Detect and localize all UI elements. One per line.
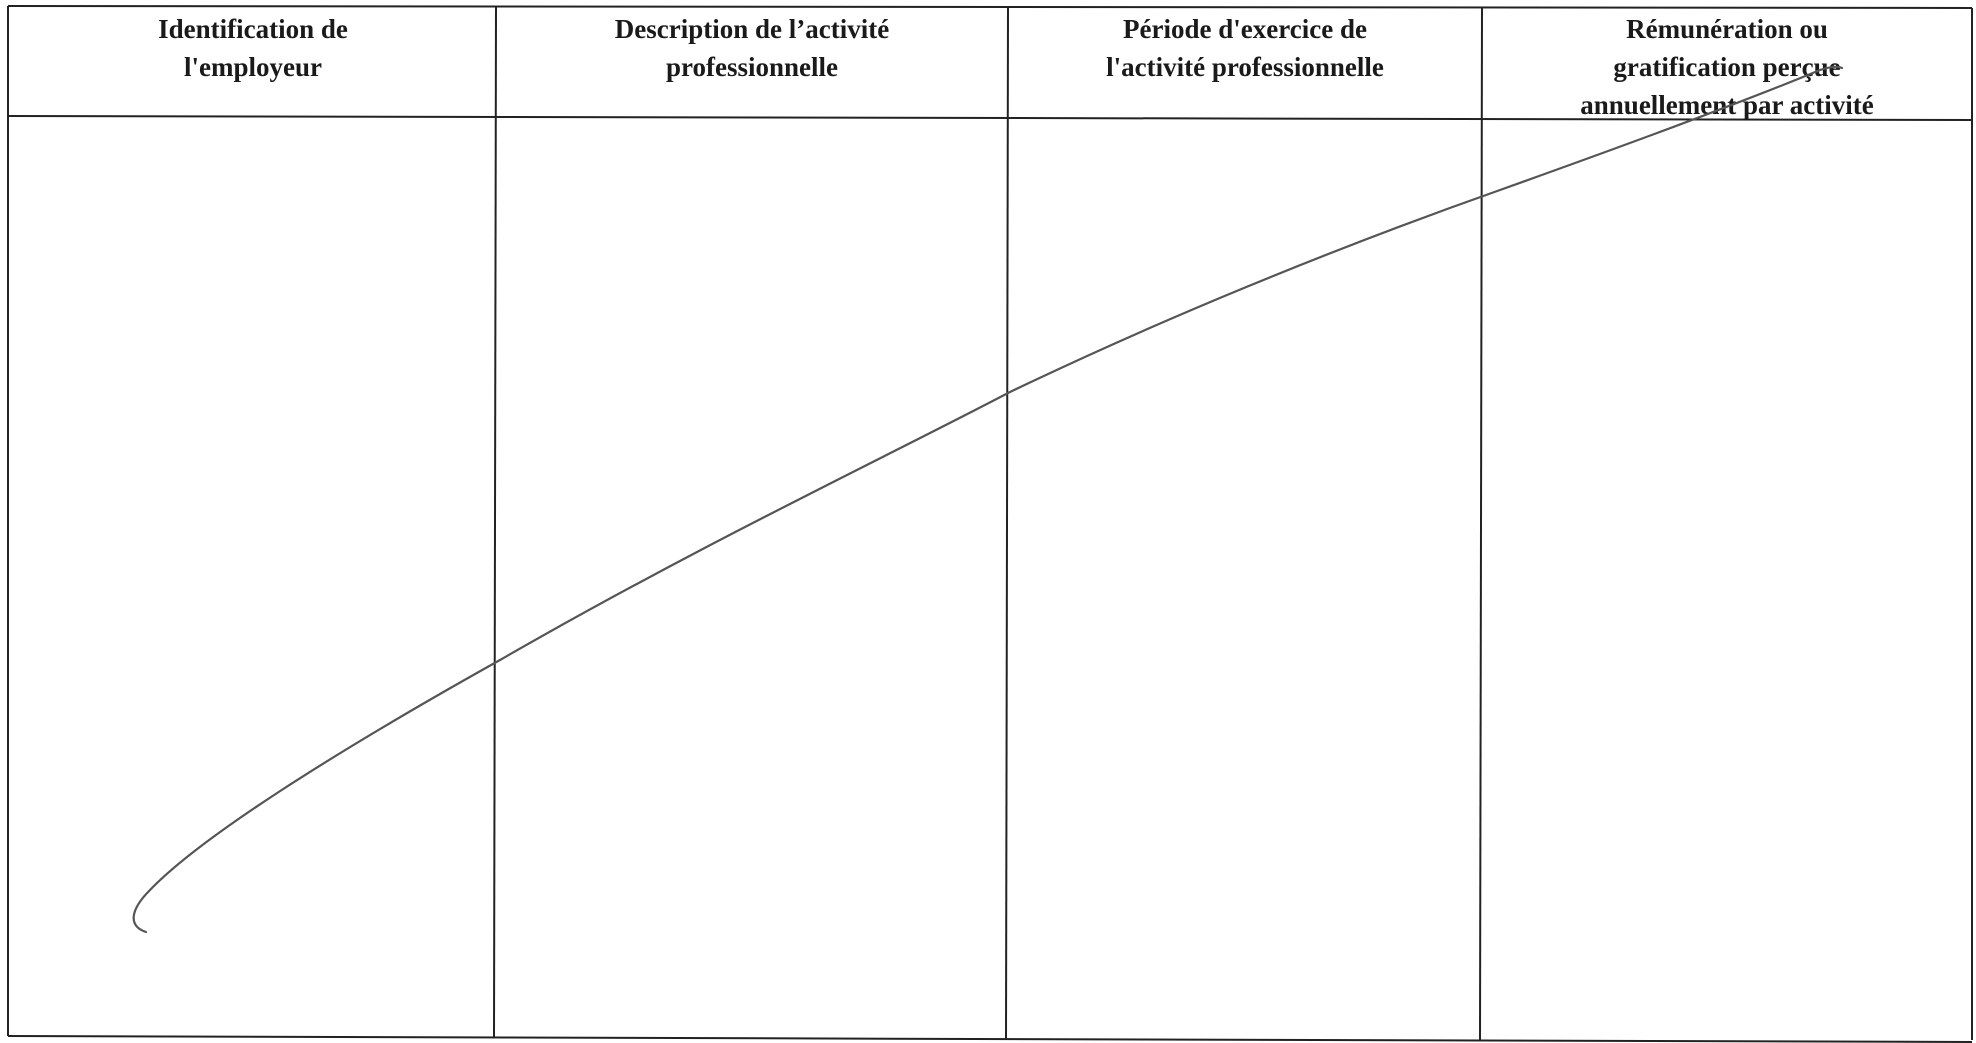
column-header-activity-period: Période d'exercice de l'activité profess… <box>1106 14 1384 82</box>
column-header-annual-remuneration: Rémunération ou gratification perçue ann… <box>1580 14 1874 120</box>
table-top-border <box>7 5 1973 9</box>
column-divider-1 <box>493 5 497 1039</box>
column-header-activity-description: Description de l’activité professionnell… <box>614 14 890 82</box>
column-header-employer: Identification de l'employeur <box>158 14 348 82</box>
table-bottom-border <box>7 1035 1973 1043</box>
column-divider-2 <box>1005 6 1009 1041</box>
column-divider-3 <box>1479 7 1483 1042</box>
